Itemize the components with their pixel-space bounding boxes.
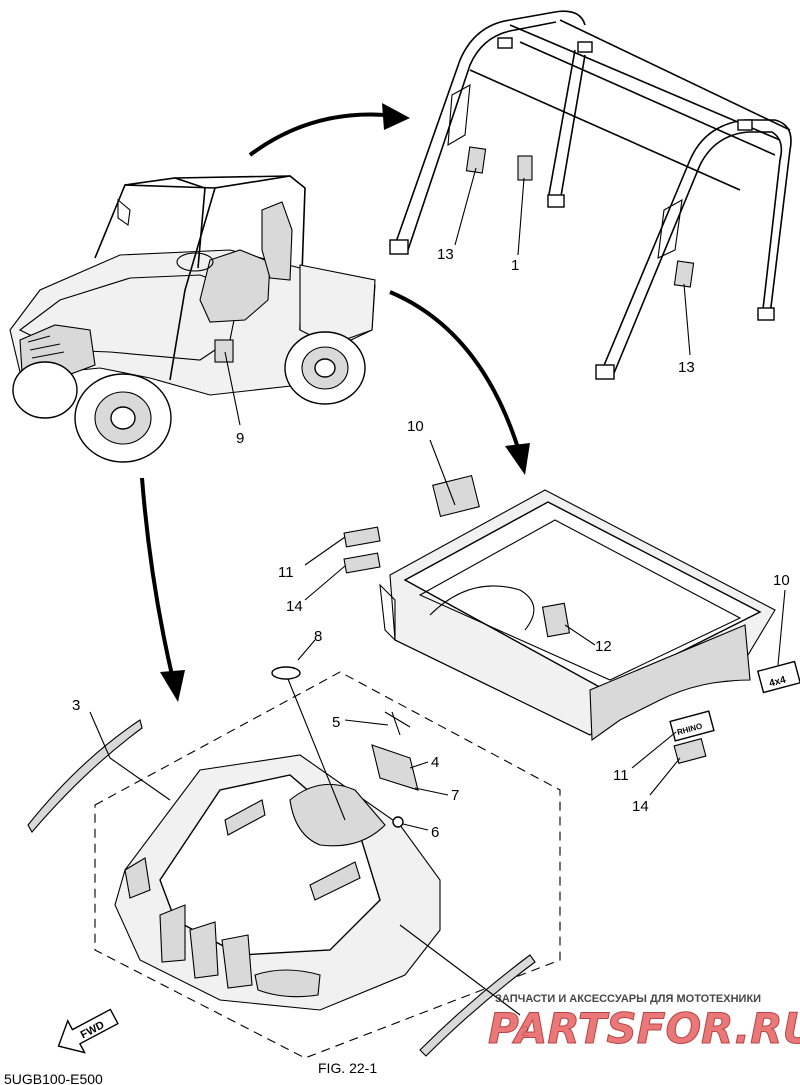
- callout-10b: 10: [773, 572, 790, 589]
- figure-reference: FIG. 22-1: [318, 1060, 377, 1076]
- callout-11b: 11: [613, 767, 629, 784]
- watermark-brand: PARTSFOR.RU: [488, 1004, 800, 1053]
- callout-labels: 1 2 3 4 5 6 7 8 9 10 10 11 11 12 13 13 1…: [72, 246, 790, 1040]
- callout-9: 9: [236, 430, 244, 447]
- callout-11a: 11: [278, 564, 294, 581]
- callout-12: 12: [595, 638, 612, 655]
- emblem-8: [271, 666, 301, 680]
- callout-4: 4: [431, 754, 439, 771]
- watermark-tagline: ЗАПЧАСТИ И АКСЕССУАРЫ ДЛЯ МОТОТЕХНИКИ: [495, 993, 761, 1005]
- fwd-label: FWD: [79, 1019, 107, 1041]
- callout-2: 2: [521, 1023, 529, 1040]
- vehicle-overview: [9, 175, 376, 463]
- bed-badge-text: 4x4: [768, 674, 787, 689]
- roll-cage: [389, 10, 792, 380]
- callout-8: 8: [314, 628, 322, 645]
- drawing-code: 5UGB100-E500: [4, 1071, 103, 1085]
- callout-5: 5: [332, 714, 340, 731]
- callout-13b: 13: [678, 359, 695, 376]
- callout-1: 1: [511, 257, 519, 274]
- watermark: ЗАПЧАСТИ И АКСЕССУАРЫ ДЛЯ МОТОТЕХНИКИ PA…: [488, 993, 800, 1054]
- callout-7: 7: [451, 787, 459, 804]
- callout-14a: 14: [286, 598, 303, 615]
- callout-6: 6: [431, 824, 439, 841]
- callout-10a: 10: [407, 418, 424, 435]
- fwd-arrow: FWD: [57, 1008, 119, 1054]
- assembly-arrows: [140, 103, 530, 702]
- callout-14b: 14: [632, 798, 649, 815]
- cargo-bed: 4x4 RHINO: [304, 439, 800, 796]
- decal-9-marker: [214, 339, 234, 363]
- callout-3: 3: [72, 697, 80, 714]
- hood-assembly: FWD: [27, 639, 561, 1059]
- callout-13a: 13: [437, 246, 454, 263]
